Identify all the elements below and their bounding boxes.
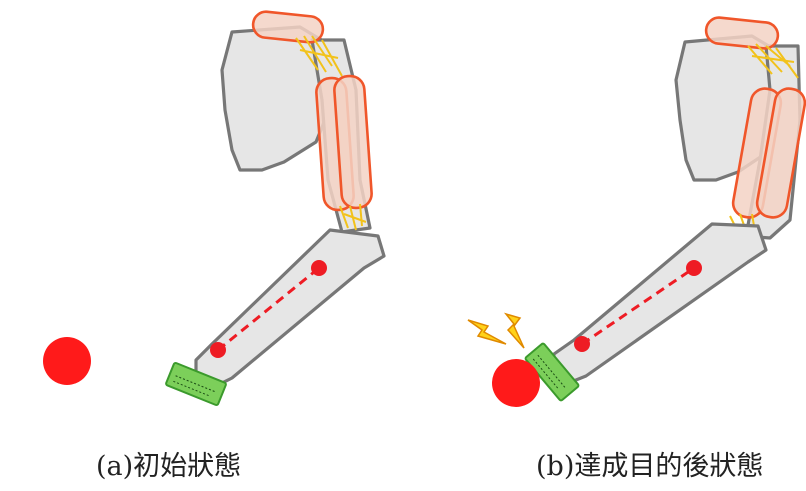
panel-a-forearm-bone — [196, 230, 384, 388]
panel-b-target-ball — [492, 359, 540, 407]
panel-b-forearm-bone — [552, 224, 766, 384]
caption-initial-state: (a)初始狀態 — [96, 444, 241, 483]
caption-goal-state: (b)達成目的後狀態 — [536, 444, 763, 483]
panel-a-target-ball — [43, 337, 91, 385]
panel-b-wrist-marker — [574, 336, 590, 352]
panel-a-elbow-marker — [311, 260, 327, 276]
panel-b-goal-state — [468, 16, 806, 407]
panel-a-initial-state — [43, 10, 384, 405]
lightning-bolt-icon — [506, 314, 524, 348]
lightning-bolt-icon — [468, 320, 506, 344]
panel-b-elbow-marker — [686, 260, 702, 276]
panel-a-wrist-marker — [210, 342, 226, 358]
